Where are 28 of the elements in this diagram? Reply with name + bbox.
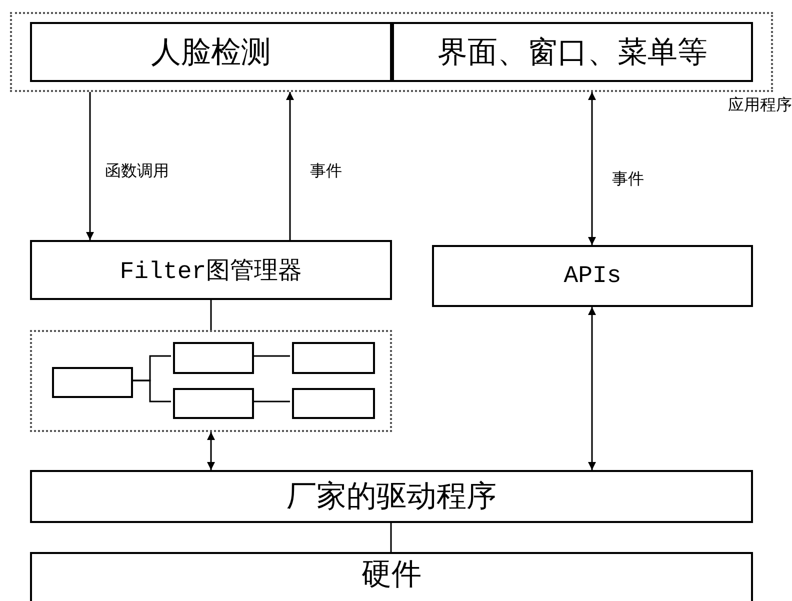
box-label: Filter图管理器 bbox=[120, 258, 302, 286]
filter-box bbox=[173, 388, 254, 419]
process-box bbox=[30, 552, 753, 601]
connector-line bbox=[390, 523, 392, 552]
connector-line bbox=[131, 380, 171, 402]
connector-line bbox=[252, 400, 290, 402]
process-box bbox=[30, 240, 392, 300]
process-box bbox=[432, 245, 753, 307]
box-label: 界面、窗口、菜单等 bbox=[438, 34, 708, 72]
filter-box bbox=[292, 388, 375, 419]
process-box bbox=[30, 470, 753, 523]
box-label: 厂家的驱动程序 bbox=[286, 478, 496, 516]
connector-line bbox=[252, 355, 290, 357]
filter-box bbox=[52, 367, 133, 398]
arrow bbox=[86, 92, 94, 240]
arrow bbox=[207, 432, 215, 470]
arrow bbox=[588, 92, 596, 245]
arrow bbox=[588, 307, 596, 470]
filter-box bbox=[173, 342, 254, 374]
box-label: 硬件 bbox=[362, 556, 422, 594]
process-box bbox=[30, 22, 392, 82]
box-label: 人脸检测 bbox=[151, 34, 271, 72]
filter-graph-frame bbox=[30, 330, 392, 432]
connector-line bbox=[210, 300, 212, 330]
filter-box bbox=[292, 342, 375, 374]
process-box bbox=[392, 22, 753, 82]
arrow bbox=[286, 92, 294, 240]
box-label: APIs bbox=[564, 262, 622, 290]
